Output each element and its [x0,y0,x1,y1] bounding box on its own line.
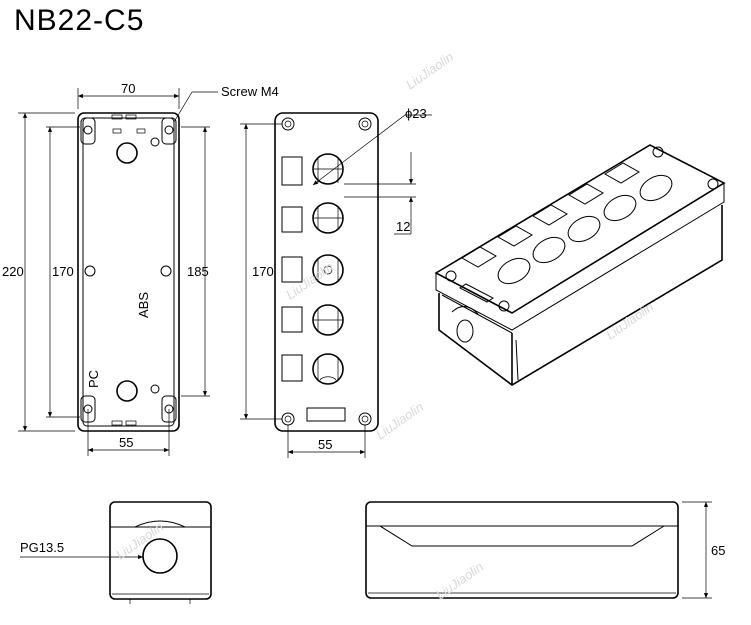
dim-12: 12 [396,219,410,234]
dim-55-left: 55 [119,435,133,450]
side-view [365,501,712,599]
back-view: ABS PC [77,112,180,432]
isometric-view [434,144,726,386]
dim-65: 65 [711,543,725,558]
hole-4 [312,304,344,336]
screw-label: Screw M4 [221,84,279,99]
svg-text:LiuJiaolin: LiuJiaolin [433,559,486,602]
svg-text:LiuJiaolin: LiuJiaolin [603,299,656,342]
front-view-dimensions [240,114,432,458]
svg-text:LiuJiaolin: LiuJiaolin [283,259,336,302]
svg-text:LiuJiaolin: LiuJiaolin [403,49,456,92]
dim-70: 70 [121,81,135,96]
svg-text:ABS: ABS [136,292,151,318]
dim-170-front: 170 [252,264,274,279]
svg-text:PC: PC [86,370,101,388]
hole-3 [312,254,344,286]
svg-text:LiuJiaolin: LiuJiaolin [113,519,166,562]
back-view-dimensions [18,88,218,456]
end-view [20,501,212,604]
hole-2 [312,202,344,234]
watermark: LiuJiaolin LiuJiaolin LiuJiaolin LiuJiao… [113,49,656,602]
dim-185: 185 [187,264,209,279]
dim-55-front: 55 [318,437,332,452]
svg-text:LiuJiaolin: LiuJiaolin [373,399,426,442]
dim-220: 220 [2,264,24,279]
drawing-title: NB22-C5 [14,4,145,37]
pg-label: PG13.5 [20,540,64,555]
hole-diameter-label: ϕ23 [405,106,427,121]
front-view [274,112,379,432]
dim-170-left: 170 [52,264,74,279]
hole-1 [312,153,344,185]
hole-5 [312,353,344,385]
